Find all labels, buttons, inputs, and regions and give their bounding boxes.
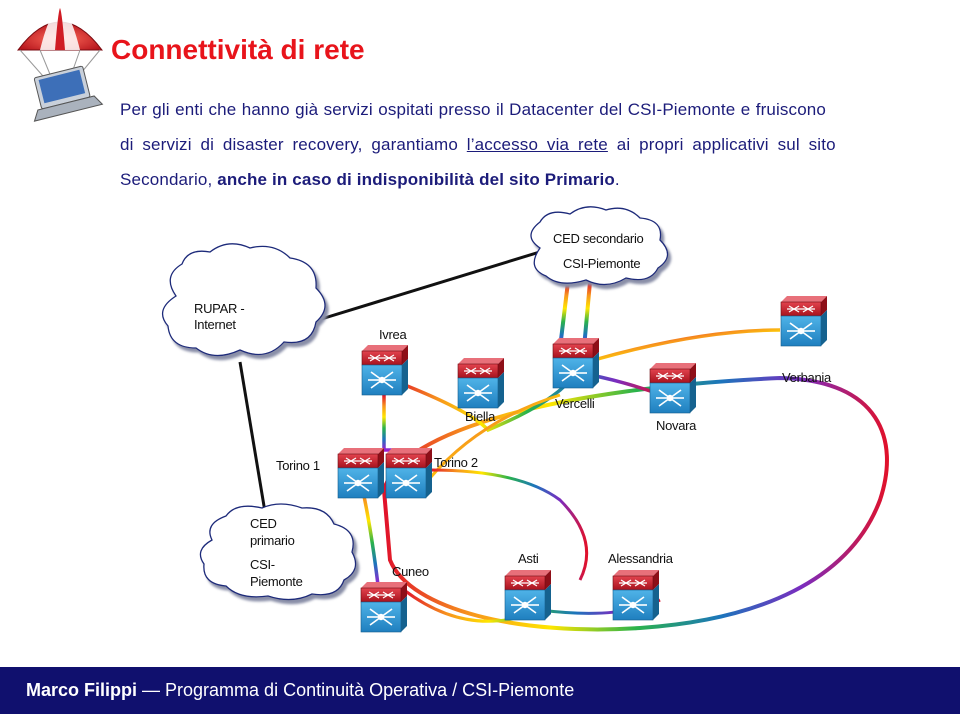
cloud-ced-primario-label-2: primario [250, 533, 295, 548]
page-title: Connettività di rete [111, 34, 365, 65]
footer-program: Programma di Continuità Operativa / CSI-… [165, 680, 575, 700]
link-rupar-ced-secondario [317, 245, 557, 322]
footer-author: Marco Filippi [26, 680, 138, 700]
footer-text: Marco Filippi — Programma di Continuità … [26, 680, 574, 701]
cloud-rupar [161, 243, 326, 357]
node-label-biella: Biella [465, 409, 496, 424]
device-ivrea[interactable] [361, 344, 409, 396]
link-ivrea-torino [382, 395, 406, 452]
footer-bar: Marco Filippi — Programma di Continuità … [0, 667, 960, 714]
cloud-ced-primario-label-4: Piemonte [250, 574, 303, 589]
intro-paragraph: Per gli enti che hanno già servizi ospit… [120, 92, 920, 197]
parachute-laptop-icon [16, 8, 104, 122]
node-label-torino1: Torino 1 [276, 458, 320, 473]
cloud-rupar-label-2: Internet [194, 317, 236, 332]
footer-dash: — [137, 680, 166, 700]
device-alessandria[interactable] [612, 569, 660, 621]
intro-line-3-end: . [614, 170, 620, 189]
intro-line-2: di servizi di disaster recovery, garanti… [120, 127, 920, 162]
cloud-ced-primario-label-1: CED [250, 516, 277, 531]
intro-line-2-end: ai propri applicativi sul sito [607, 135, 836, 154]
node-label-novara: Novara [656, 418, 697, 433]
cloud-ced-primario [199, 503, 357, 601]
link-torino2-loop [429, 468, 589, 581]
link-verbania [593, 328, 781, 362]
cloud-ced-secondario-label-2: CSI-Piemonte [563, 256, 640, 271]
intro-line-3-bold: anche in caso di indisponibilità del sit… [217, 170, 615, 189]
cloud-rupar-label-1: RUPAR - [194, 301, 244, 316]
cloud-ced-primario-label-3: CSI- [250, 557, 275, 572]
node-label-asti: Asti [518, 551, 539, 566]
node-label-ivrea: Ivrea [379, 327, 407, 342]
node-label-torino2: Torino 2 [434, 455, 478, 470]
node-label-verbania: Verbania [782, 370, 832, 385]
device-biella[interactable] [457, 357, 505, 409]
intro-line-3: Secondario, anche in caso di indisponibi… [120, 162, 920, 197]
link-ced-secondario-2 [582, 281, 592, 349]
device-torino1[interactable] [337, 447, 385, 499]
ring-inner [391, 370, 663, 433]
link-rupar-ced-primario [238, 361, 270, 531]
node-label-vercelli: Vercelli [555, 396, 595, 411]
intro-line-3-start: Secondario, [120, 170, 218, 189]
device-torino2[interactable] [385, 447, 433, 499]
link-ced-secondario-1 [558, 281, 570, 349]
device-novara[interactable] [649, 362, 697, 414]
device-cuneo[interactable] [360, 581, 408, 633]
network-access-link[interactable]: l’accesso via rete [466, 135, 608, 154]
intro-line-1: Per gli enti che hanno già servizi ospit… [120, 100, 827, 119]
device-vercelli[interactable] [552, 337, 600, 389]
node-label-alessandria: Alessandria [608, 551, 674, 566]
cloud-ced-secondario-label-1: CED secondario [553, 231, 644, 246]
intro-line-2-start: di servizi di disaster recovery, garanti… [120, 135, 467, 154]
cloud-ced-secondario [530, 206, 669, 286]
node-label-cuneo: Cuneo [392, 564, 429, 579]
link-torino2-vercelli [428, 393, 561, 479]
device-verbania[interactable] [780, 295, 828, 347]
network-diagram: CED secondario CSI-Piemonte RUPAR - Inte… [161, 206, 889, 633]
device-asti[interactable] [504, 569, 552, 621]
